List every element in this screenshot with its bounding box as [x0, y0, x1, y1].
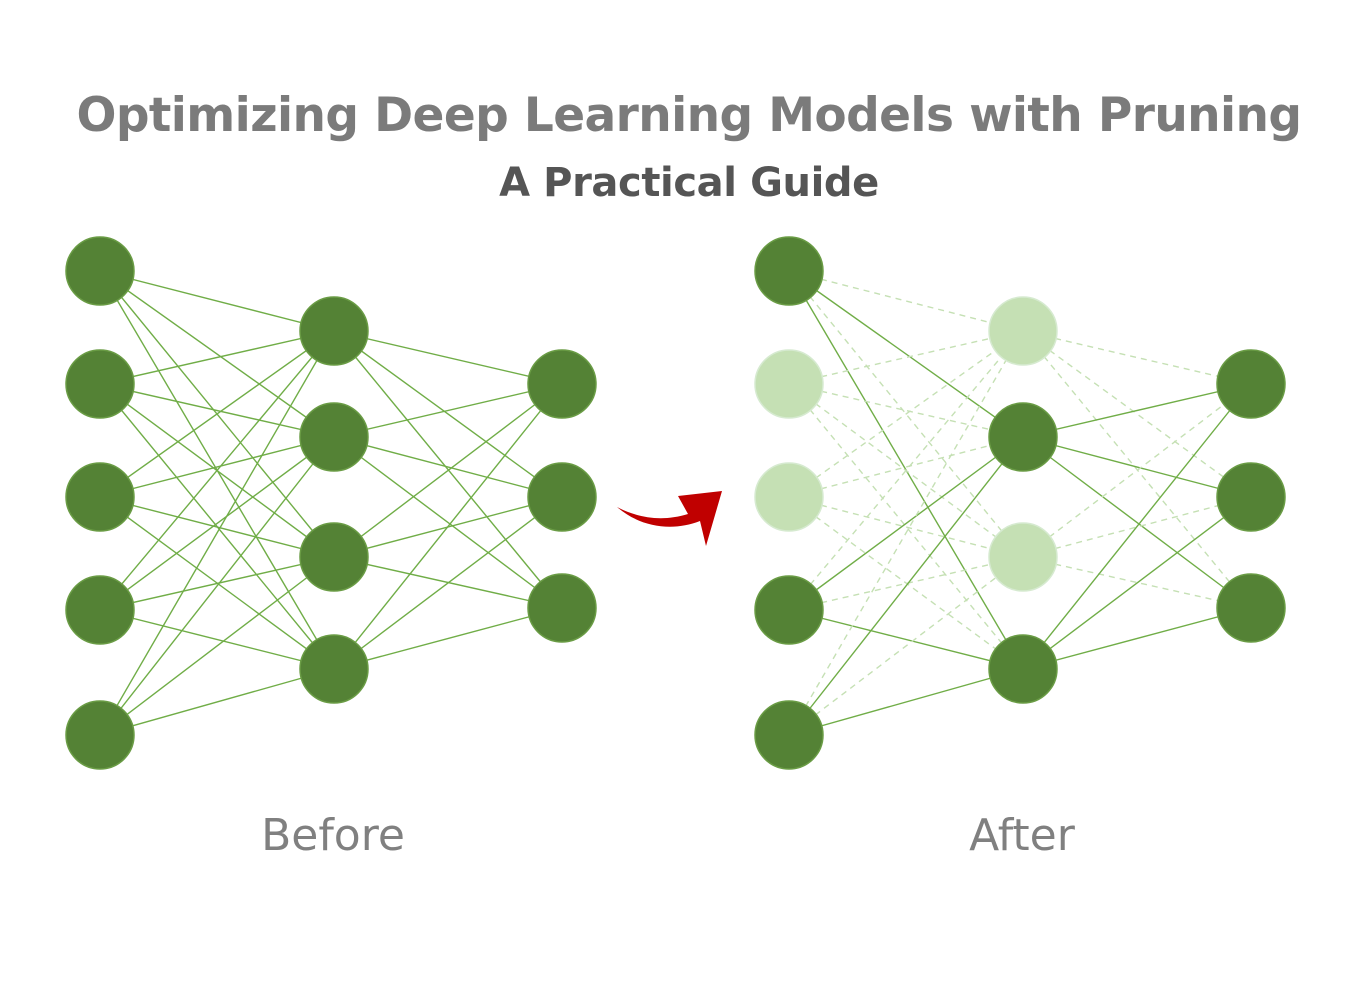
connection [99, 436, 335, 736]
caption-after: After [969, 810, 1075, 861]
neuron-l0-n4 [65, 700, 135, 770]
connection [99, 270, 335, 332]
diagram-title: Optimizing Deep Learning Models with Pru… [76, 88, 1303, 143]
connection [1022, 607, 1252, 670]
neuron-l2-n2 [527, 573, 597, 643]
connection [99, 556, 335, 611]
neuron-l2-n0 [527, 349, 597, 419]
pruned-connection [788, 383, 1024, 558]
connection [99, 330, 335, 736]
neuron-l0-n0 [754, 236, 824, 306]
pruned-neuron-l0-n2 [754, 462, 824, 532]
pruned-neuron-l1-n2 [988, 522, 1058, 592]
neuron-l1-n2 [299, 522, 369, 592]
pruned-connection [788, 383, 1024, 670]
pruned-neuron-l0-n1 [754, 349, 824, 419]
pruned-connection [788, 330, 1024, 498]
connection [333, 383, 563, 558]
pruned-connection [788, 496, 1024, 558]
pruned-connection [788, 556, 1024, 611]
pruned-neuron-l1-n0 [988, 296, 1058, 366]
neuron-l0-n1 [65, 349, 135, 419]
neuron-l0-n3 [65, 575, 135, 645]
neuron-l2-n2 [1216, 573, 1286, 643]
neuron-l2-n1 [1216, 462, 1286, 532]
connection [99, 330, 335, 611]
network-before [65, 236, 597, 770]
connection [1022, 436, 1252, 609]
connection [1022, 496, 1252, 670]
connection [333, 330, 563, 498]
connection [99, 436, 335, 611]
connection [333, 383, 563, 670]
connection [99, 496, 335, 558]
pruned-connection [788, 330, 1024, 736]
connection [99, 270, 335, 438]
nodes-before [65, 236, 597, 770]
curved-arrow-icon [617, 491, 722, 546]
neuron-l1-n0 [299, 296, 369, 366]
connection [788, 270, 1024, 438]
connection [333, 607, 563, 670]
pruned-connection [788, 436, 1024, 498]
connection [788, 436, 1024, 611]
connection [788, 609, 1024, 670]
connection [99, 556, 335, 736]
connection [99, 383, 335, 438]
diagram-subtitle: A Practical Guide [499, 160, 879, 206]
caption-before: Before [261, 810, 405, 861]
nodes-after [754, 236, 1286, 770]
connection [99, 668, 335, 736]
neuron-l2-n0 [1216, 349, 1286, 419]
pruned-connection [788, 556, 1024, 736]
pruned-connection [788, 330, 1024, 611]
pruned-connection [1022, 330, 1252, 498]
pruned-connection [1022, 330, 1252, 609]
connection [1022, 436, 1252, 498]
connection [788, 668, 1024, 736]
neuron-l1-n3 [299, 634, 369, 704]
edges-before [99, 270, 563, 736]
connection [1022, 383, 1252, 670]
neuron-l1-n1 [988, 402, 1058, 472]
connection [333, 436, 563, 609]
connection [99, 436, 335, 498]
network-after [754, 236, 1286, 770]
connection [788, 436, 1024, 736]
pruned-connection [1022, 383, 1252, 558]
connection [333, 496, 563, 670]
connection [1022, 383, 1252, 438]
neuron-l0-n4 [754, 700, 824, 770]
neuron-l1-n1 [299, 402, 369, 472]
neuron-l2-n1 [527, 462, 597, 532]
connection [99, 330, 335, 385]
pruned-connection [788, 270, 1024, 332]
connection [333, 383, 563, 438]
neuron-l0-n3 [754, 575, 824, 645]
edges-after [788, 270, 1252, 736]
pruned-connection [788, 496, 1024, 670]
pruned-connection [788, 383, 1024, 438]
pruned-connection [788, 330, 1024, 385]
neuron-l0-n2 [65, 462, 135, 532]
connection [333, 436, 563, 498]
neuron-l0-n0 [65, 236, 135, 306]
connection [99, 330, 335, 498]
connection [333, 330, 563, 609]
connection [99, 609, 335, 670]
pruned-connection [1022, 556, 1252, 609]
connection [333, 330, 563, 385]
pruned-connection [1022, 330, 1252, 385]
neuron-l1-n3 [988, 634, 1058, 704]
